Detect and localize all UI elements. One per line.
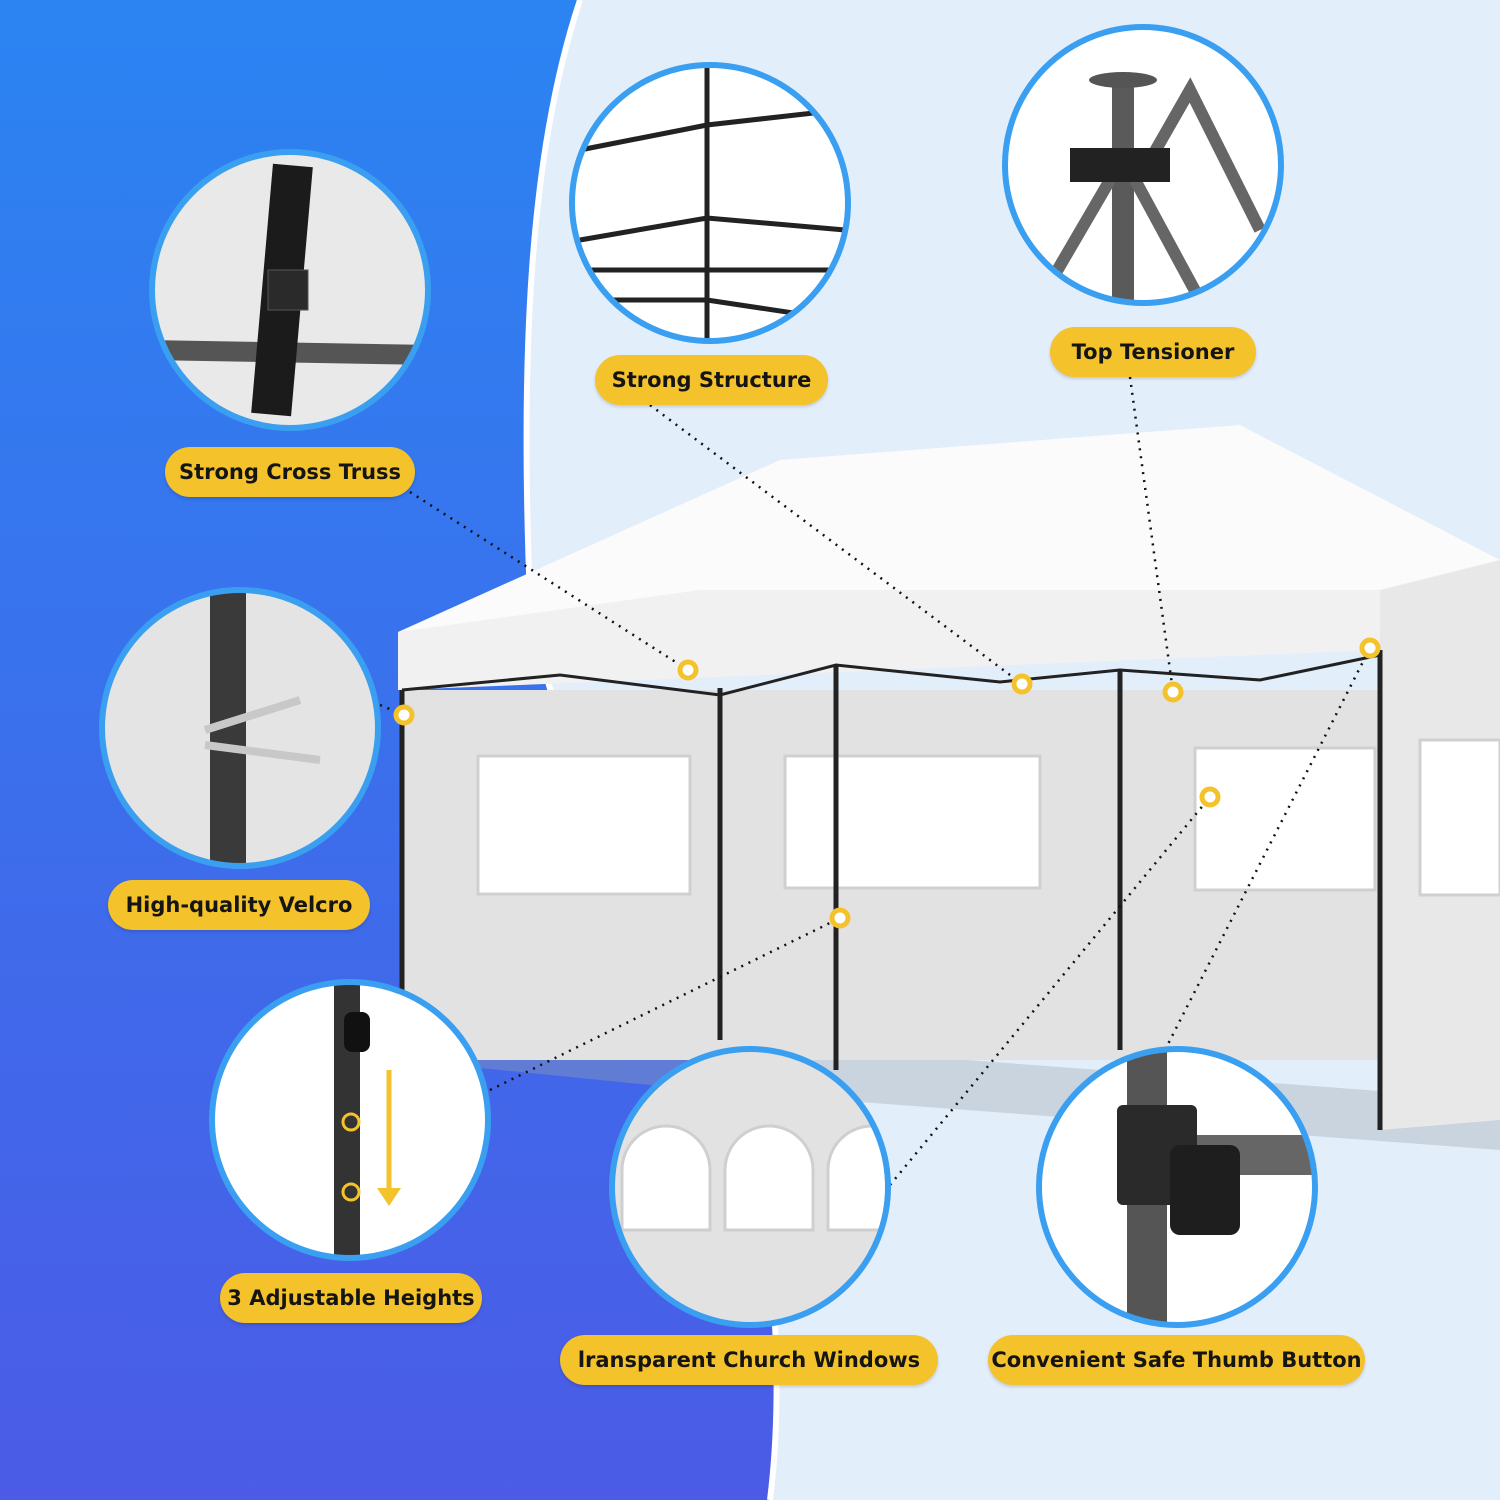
structure-photo bbox=[574, 67, 846, 339]
cross-truss-photo bbox=[154, 154, 426, 426]
label-church-windows: lransparent Church Windows bbox=[560, 1335, 938, 1385]
adjustable-heights-photo bbox=[214, 984, 486, 1256]
label-thumb-button: Convenient Safe Thumb Button bbox=[988, 1335, 1365, 1385]
tensioner-photo bbox=[1007, 29, 1279, 301]
windows-photo bbox=[614, 1051, 886, 1323]
label-strong-structure: Strong Structure bbox=[595, 355, 828, 405]
label-adjustable-heights: 3 Adjustable Heights bbox=[220, 1273, 482, 1323]
label-strong-cross-truss: Strong Cross Truss bbox=[165, 447, 415, 497]
thumb-button-photo bbox=[1041, 1051, 1313, 1323]
label-high-quality-velcro: High-quality Velcro bbox=[108, 880, 370, 930]
velcro-photo bbox=[104, 592, 376, 864]
hotspot-markers bbox=[393, 637, 1381, 929]
label-top-tensioner: Top Tensioner bbox=[1050, 327, 1256, 377]
